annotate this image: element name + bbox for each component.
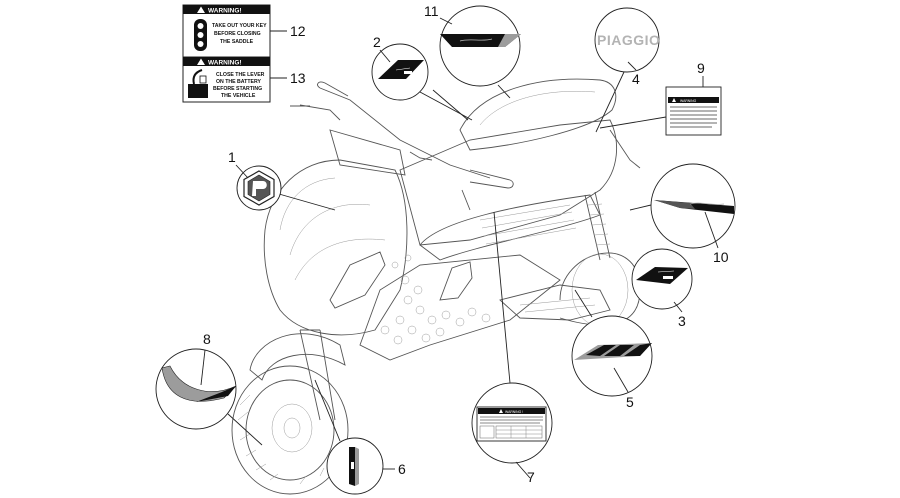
callout-13-battery-warning-label: WARNING! CLOSE THE LEVER ON THE BATTERY … bbox=[182, 56, 306, 103]
callout-number-9: 9 bbox=[697, 60, 705, 76]
callout-number-12: 12 bbox=[290, 23, 306, 39]
label12-line2: BEFORE CLOSING bbox=[214, 31, 261, 37]
label12-header: WARNING! bbox=[208, 8, 242, 15]
callout-number-13: 13 bbox=[290, 70, 306, 86]
callout-4-piaggio-logo: PIAGGIO 4 bbox=[594, 7, 660, 133]
callout-2: 2 bbox=[371, 34, 473, 121]
callout-11: 11 bbox=[424, 3, 521, 121]
key-saddle-icon bbox=[194, 19, 207, 51]
battery-lever-icon bbox=[188, 69, 208, 98]
label13-line3: BEFORE STARTING bbox=[213, 86, 262, 92]
brand-logo: PIAGGIO bbox=[597, 32, 660, 48]
label13-header: WARNING! bbox=[208, 60, 242, 67]
callout-9-warning-sticker: WARNING 9 bbox=[599, 60, 722, 136]
callout-number-10: 10 bbox=[713, 249, 729, 265]
callout-number-4: 4 bbox=[632, 71, 640, 87]
callout-number-6: 6 bbox=[398, 461, 406, 477]
callout-3: 3 bbox=[631, 248, 693, 329]
label7-header: WARNING ! bbox=[505, 410, 523, 414]
callout-5: 5 bbox=[571, 289, 653, 410]
callout-12-key-warning-label: WARNING! TAKE OUT YOUR KEY BEFORE CLOSIN… bbox=[182, 4, 306, 58]
callout-6: 6 bbox=[314, 379, 406, 495]
callout-8: 8 bbox=[155, 331, 263, 446]
callout-number-7: 7 bbox=[527, 469, 535, 485]
callout-number-1: 1 bbox=[228, 149, 236, 165]
label13-line4: THE VEHICLE bbox=[221, 93, 256, 99]
callout-number-5: 5 bbox=[626, 394, 634, 410]
label13-line1: CLOSE THE LEVER bbox=[216, 72, 265, 78]
callout-number-11: 11 bbox=[424, 3, 439, 19]
callout-number-8: 8 bbox=[203, 331, 211, 347]
scooter-drawing bbox=[231, 78, 641, 495]
callout-7-warning-label: WARNING ! 7 bbox=[471, 211, 553, 485]
label13-line2: ON THE BATTERY bbox=[216, 79, 261, 85]
warning-triangle-icon bbox=[197, 6, 205, 13]
callout-1: 1 bbox=[228, 149, 336, 211]
callout-10: 10 bbox=[629, 163, 736, 265]
label12-line1: TAKE OUT YOUR KEY bbox=[212, 23, 267, 29]
callout-number-2: 2 bbox=[373, 34, 381, 50]
callout-number-3: 3 bbox=[678, 313, 686, 329]
label9-header: WARNING bbox=[680, 99, 697, 103]
label12-line3: THE SADDLE bbox=[220, 39, 254, 45]
